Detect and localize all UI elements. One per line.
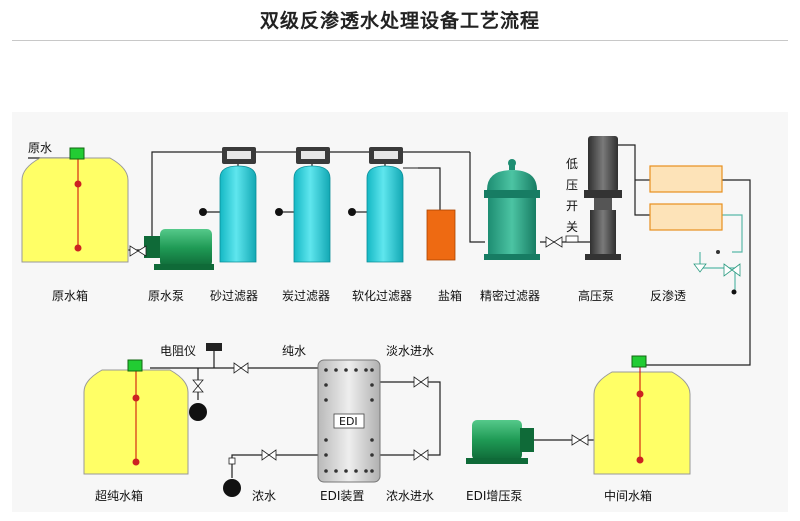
precision-filter-label: 精密过滤器	[480, 288, 540, 303]
softener-label: 软化过滤器	[352, 289, 412, 303]
ro-concentrate-pipes	[699, 214, 743, 290]
low-pressure-switch-label-4: 关	[566, 220, 578, 234]
edi-booster-pump	[466, 420, 589, 464]
edi-valves	[192, 362, 429, 465]
sand-filter-label: 砂过滤器	[210, 289, 258, 303]
edi-device-label: EDI装置	[320, 489, 364, 503]
carbon-filter-label: 炭过滤器	[282, 289, 330, 303]
ultrapure-tank-label: 超纯水箱	[95, 488, 143, 503]
low-pressure-switch-label-1: 低	[566, 157, 578, 171]
concentrate-label: 浓水	[252, 489, 276, 503]
page-title: 双级反渗透水处理设备工艺流程	[259, 10, 540, 32]
salt-tank	[426, 209, 456, 261]
low-pressure-switch	[565, 235, 579, 243]
high-pressure-pump-label: 高压泵	[578, 288, 614, 303]
ultrapure-water-tank	[83, 359, 189, 475]
precision-filter	[484, 159, 563, 260]
carbon-filter	[275, 147, 331, 263]
resistivity-meter	[206, 343, 222, 351]
raw-tank-label: 原水箱	[52, 288, 88, 303]
title-divider	[12, 40, 788, 41]
resistivity-meter-label: 电阻仪	[160, 344, 196, 358]
edi-panel-label: EDI	[339, 415, 358, 428]
edi-booster-pump-label: EDI增压泵	[466, 489, 522, 503]
low-pressure-switch-label-2: 压	[566, 178, 578, 192]
sand-filter	[199, 147, 257, 263]
reverse-osmosis-label: 反渗透	[650, 288, 686, 303]
edi-device	[317, 359, 381, 483]
reverse-osmosis-unit	[649, 165, 741, 295]
high-pressure-pump	[584, 136, 622, 260]
dilute-water-inlet-label: 淡水进水	[386, 344, 434, 358]
intermediate-water-tank	[593, 355, 691, 475]
concentrate-ball	[223, 479, 241, 497]
raw-water-inlet-label: 原水	[28, 141, 52, 155]
pure-water-label: 纯水	[282, 344, 306, 358]
drain-ball	[189, 403, 207, 421]
pipes	[28, 144, 751, 478]
concentrate-inlet-label: 浓水进水	[386, 489, 434, 503]
intermediate-tank-label: 中间水箱	[604, 488, 652, 503]
salt-tank-label: 盐箱	[438, 288, 462, 303]
raw-pump-label: 原水泵	[148, 289, 184, 303]
low-pressure-switch-label-3: 开	[566, 199, 578, 213]
raw-water-tank	[21, 147, 129, 263]
raw-water-pump	[129, 229, 214, 270]
softener-filter	[348, 147, 418, 263]
